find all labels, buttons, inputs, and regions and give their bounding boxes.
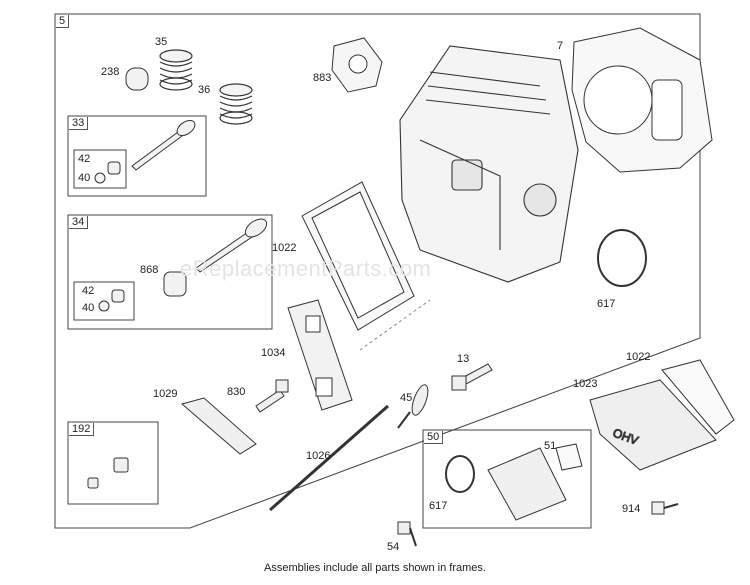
part-label-830: 830 — [227, 386, 246, 398]
cover-gasket-1022-right — [661, 359, 735, 435]
caption: Assemblies include all parts shown in fr… — [264, 562, 486, 574]
valve-keeper-238 — [125, 67, 149, 91]
push-rod-1026 — [269, 404, 389, 512]
sub-label-40b: 40 — [82, 302, 95, 314]
valve-33 — [94, 119, 196, 184]
part-label-1022-right: 1022 — [626, 351, 651, 363]
part-label-35: 35 — [155, 36, 168, 48]
frame-label-192: 192 — [69, 423, 95, 436]
frame-label-34: 34 — [69, 216, 89, 229]
frame-42-40-a — [73, 149, 127, 189]
part-label-238: 238 — [101, 66, 120, 78]
part-label-617-bottom: 617 — [429, 500, 448, 512]
cylinder-head — [399, 45, 579, 283]
frame-34 — [67, 214, 273, 330]
part-label-617-top: 617 — [597, 298, 616, 310]
part-label-45: 45 — [400, 392, 413, 404]
valve-spring-35 — [159, 49, 193, 91]
valve-spring-36 — [219, 83, 253, 125]
frame-192 — [67, 421, 159, 505]
part-label-51: 51 — [544, 440, 557, 452]
sub-label-42b: 42 — [82, 285, 95, 297]
bolt-914 — [651, 501, 679, 515]
valve-45 — [397, 384, 429, 429]
frame-33 — [67, 115, 207, 197]
frame-label-50: 50 — [424, 431, 444, 444]
part-label-1022-left: 1022 — [272, 242, 297, 254]
part-label-36: 36 — [198, 84, 211, 96]
frame-label-5: 5 — [56, 15, 70, 28]
part-label-1029: 1029 — [153, 388, 178, 400]
frame-192-parts — [87, 457, 129, 489]
main-assembly-frame — [54, 13, 701, 529]
bolt-13 — [451, 363, 493, 391]
part-label-883: 883 — [313, 72, 332, 84]
part-label-1023: 1023 — [573, 378, 598, 390]
part-label-1034: 1034 — [261, 347, 286, 359]
rocker-arm-1029 — [180, 397, 257, 455]
intake-manifold-50 — [445, 443, 583, 521]
sub-label-42a: 42 — [78, 153, 91, 165]
head-gasket-7 — [571, 27, 713, 173]
sub-label-40a: 40 — [78, 172, 91, 184]
frame-50 — [422, 429, 592, 529]
exhaust-gasket-883 — [331, 37, 383, 93]
o-ring-617 — [597, 229, 647, 287]
part-label-868: 868 — [140, 264, 159, 276]
valve-cover-1023: OHV — [589, 379, 717, 471]
frame-42-40-b — [73, 281, 135, 321]
part-label-914: 914 — [622, 503, 641, 515]
bolt-54 — [397, 521, 417, 547]
frame-label-33: 33 — [69, 117, 89, 130]
part-label-7: 7 — [557, 40, 564, 52]
part-label-54: 54 — [387, 541, 400, 553]
valve-34 — [98, 218, 268, 312]
watermark: eReplacementParts.com — [180, 256, 432, 281]
leader-line — [359, 299, 431, 351]
breather-1034 — [287, 299, 353, 411]
part-label-1026: 1026 — [306, 450, 331, 462]
part-label-13: 13 — [457, 353, 470, 365]
stud-830 — [255, 379, 289, 413]
